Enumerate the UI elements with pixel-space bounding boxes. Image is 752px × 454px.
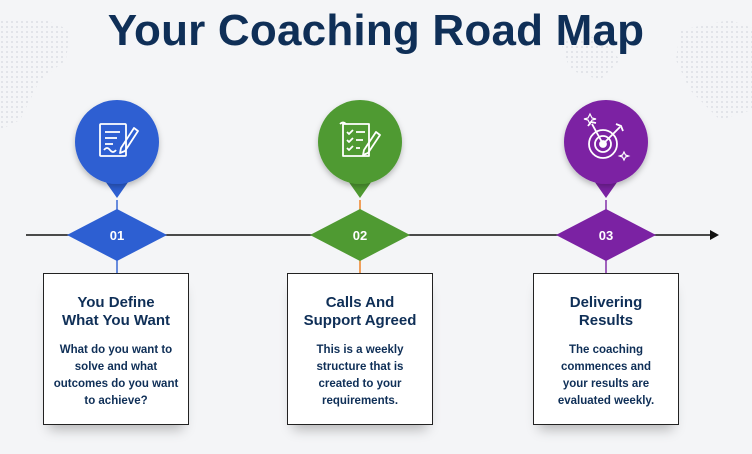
target-arrows-icon: [583, 112, 631, 162]
step-1-desc-line: What do you want to: [59, 344, 173, 356]
step-1-card: You Define What You Want What do you wan…: [43, 273, 189, 425]
step-3-heading-line1: Delivering: [569, 294, 643, 311]
step-1-marker: 01: [67, 100, 167, 275]
step-3-desc-line: evaluated weekly.: [557, 395, 655, 407]
checklist-icon: [339, 121, 381, 157]
step-3-heading: Delivering Results: [542, 294, 670, 330]
step-3-number: 03: [599, 228, 613, 243]
step-1-pin-circle: [75, 100, 159, 184]
step-3-card: Delivering Results The coaching commence…: [533, 273, 679, 425]
step-1-description: What do you want to solve and what outco…: [52, 342, 180, 410]
step-1-number: 01: [110, 228, 124, 243]
step-2-marker: 02: [310, 100, 410, 275]
step-3-marker: 03: [556, 100, 656, 275]
step-1-desc-line: to achieve?: [84, 395, 148, 407]
timeline-arrowhead: [710, 230, 719, 240]
step-1-desc-line: outcomes do you want: [53, 378, 179, 390]
step-1-diamond: [67, 209, 167, 261]
step-2-diamond: [310, 209, 410, 261]
step-1-heading-line1: You Define: [77, 294, 155, 311]
step-3-diamond: [556, 209, 656, 261]
step-3-description: The coaching commences and your results …: [542, 342, 670, 410]
document-pen-icon: [99, 123, 139, 157]
step-2-desc-line: structure that is: [316, 361, 404, 373]
step-2-heading-line1: Calls And: [325, 294, 395, 311]
step-2-pin-circle: [318, 100, 402, 184]
step-3-desc-line: The coaching: [568, 344, 644, 356]
step-1-heading: You Define What You Want: [52, 294, 180, 330]
step-2-desc-line: created to your: [318, 378, 402, 390]
step-2-desc-line: This is a weekly: [316, 344, 404, 356]
step-1-heading-line2: What You Want: [61, 312, 171, 329]
step-2-heading: Calls And Support Agreed: [296, 294, 424, 330]
step-2-heading-line2: Support Agreed: [303, 312, 417, 329]
step-2-number: 02: [353, 228, 367, 243]
step-2-card: Calls And Support Agreed This is a weekl…: [287, 273, 433, 425]
step-1-desc-line: solve and what: [74, 361, 158, 373]
step-2-desc-line: requirements.: [321, 395, 399, 407]
step-3-desc-line: your results are: [562, 378, 650, 390]
step-2-description: This is a weekly structure that is creat…: [296, 342, 424, 410]
step-3-desc-line: commences and: [560, 361, 652, 373]
page-title: Your Coaching Road Map: [107, 6, 645, 55]
step-3-heading-line2: Results: [578, 312, 634, 329]
